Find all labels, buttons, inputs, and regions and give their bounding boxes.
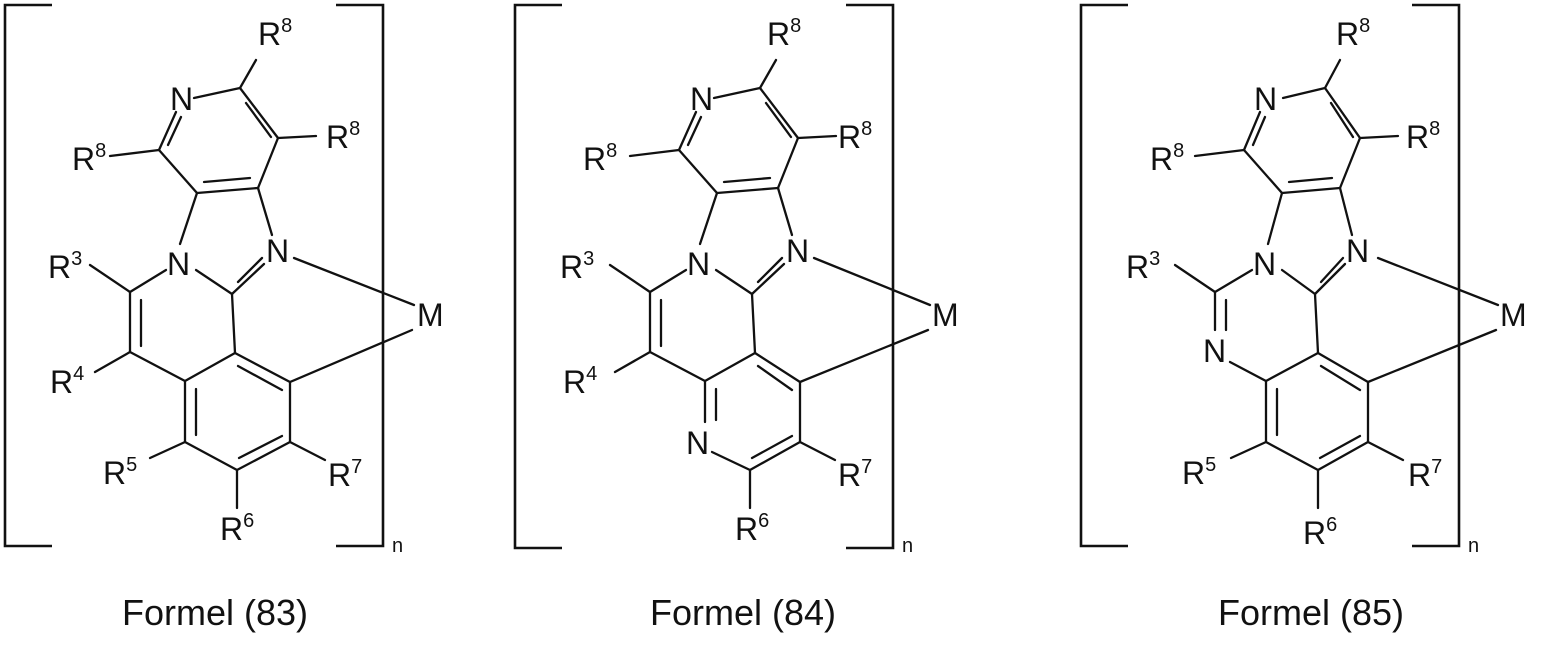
- substituent-r6: R6: [1303, 514, 1337, 551]
- metal-atom: M: [932, 297, 959, 333]
- substituent-r8-left: R8: [72, 140, 106, 177]
- substituent-r8-left: R8: [583, 140, 617, 177]
- nitrogen-imidazole-coordinating: N: [786, 233, 809, 269]
- metal-atom: M: [417, 297, 444, 333]
- left-bracket: [515, 5, 562, 548]
- nitrogen-pyridine-bottom: N: [686, 425, 709, 461]
- substituent-r7: R7: [328, 456, 362, 493]
- substituent-r5: R5: [103, 454, 137, 491]
- substituent-r3: R3: [48, 248, 82, 285]
- substituent-r6: R6: [220, 510, 254, 547]
- structure-formel-84: n: [515, 5, 959, 633]
- substituent-r3: R3: [560, 248, 594, 285]
- caption-formel-85: Formel (85): [1218, 592, 1404, 633]
- nitrogen-pyrimidine: N: [1203, 333, 1226, 369]
- nitrogen-imidazole-bridge: N: [167, 246, 190, 282]
- caption-formel-84: Formel (84): [650, 592, 836, 633]
- caption-formel-83: Formel (83): [122, 592, 308, 633]
- repeat-index-n: n: [902, 535, 913, 557]
- substituent-r4: R4: [50, 363, 84, 400]
- substituent-r8-right: R8: [838, 118, 872, 155]
- substituent-r7: R7: [1408, 456, 1442, 493]
- nitrogen-imidazole-coordinating: N: [1346, 233, 1369, 269]
- substituent-r8-top: R8: [1336, 15, 1370, 52]
- skeleton-bonds: [610, 60, 930, 508]
- left-bracket: [5, 5, 52, 546]
- substituent-r8-left: R8: [1150, 140, 1184, 177]
- substituent-r8-top: R8: [767, 15, 801, 52]
- nitrogen-pyridine: N: [1254, 81, 1277, 117]
- nitrogen-pyridine: N: [170, 81, 193, 117]
- repeat-index-n: n: [1468, 535, 1479, 557]
- skeleton-bonds: [1175, 60, 1498, 508]
- substituent-r8-right: R8: [1406, 118, 1440, 155]
- substituent-r7: R7: [838, 456, 872, 493]
- metal-atom: M: [1500, 297, 1527, 333]
- structure-formel-85: n: [1081, 5, 1527, 633]
- substituent-r8-right: R8: [326, 118, 360, 155]
- nitrogen-imidazole-coordinating: N: [266, 233, 289, 269]
- repeat-index-n: n: [392, 535, 403, 557]
- structure-formel-83: n: [5, 5, 444, 633]
- skeleton-bonds: [90, 60, 414, 508]
- substituent-r3: R3: [1126, 248, 1160, 285]
- substituent-r8-top: R8: [258, 15, 292, 52]
- nitrogen-imidazole-bridge: N: [1253, 246, 1276, 282]
- substituent-r6: R6: [735, 510, 769, 547]
- substituent-r4: R4: [563, 363, 597, 400]
- substituent-r5: R5: [1182, 454, 1216, 491]
- nitrogen-imidazole-bridge: N: [687, 246, 710, 282]
- nitrogen-pyridine-top: N: [690, 81, 713, 117]
- left-bracket: [1081, 5, 1128, 546]
